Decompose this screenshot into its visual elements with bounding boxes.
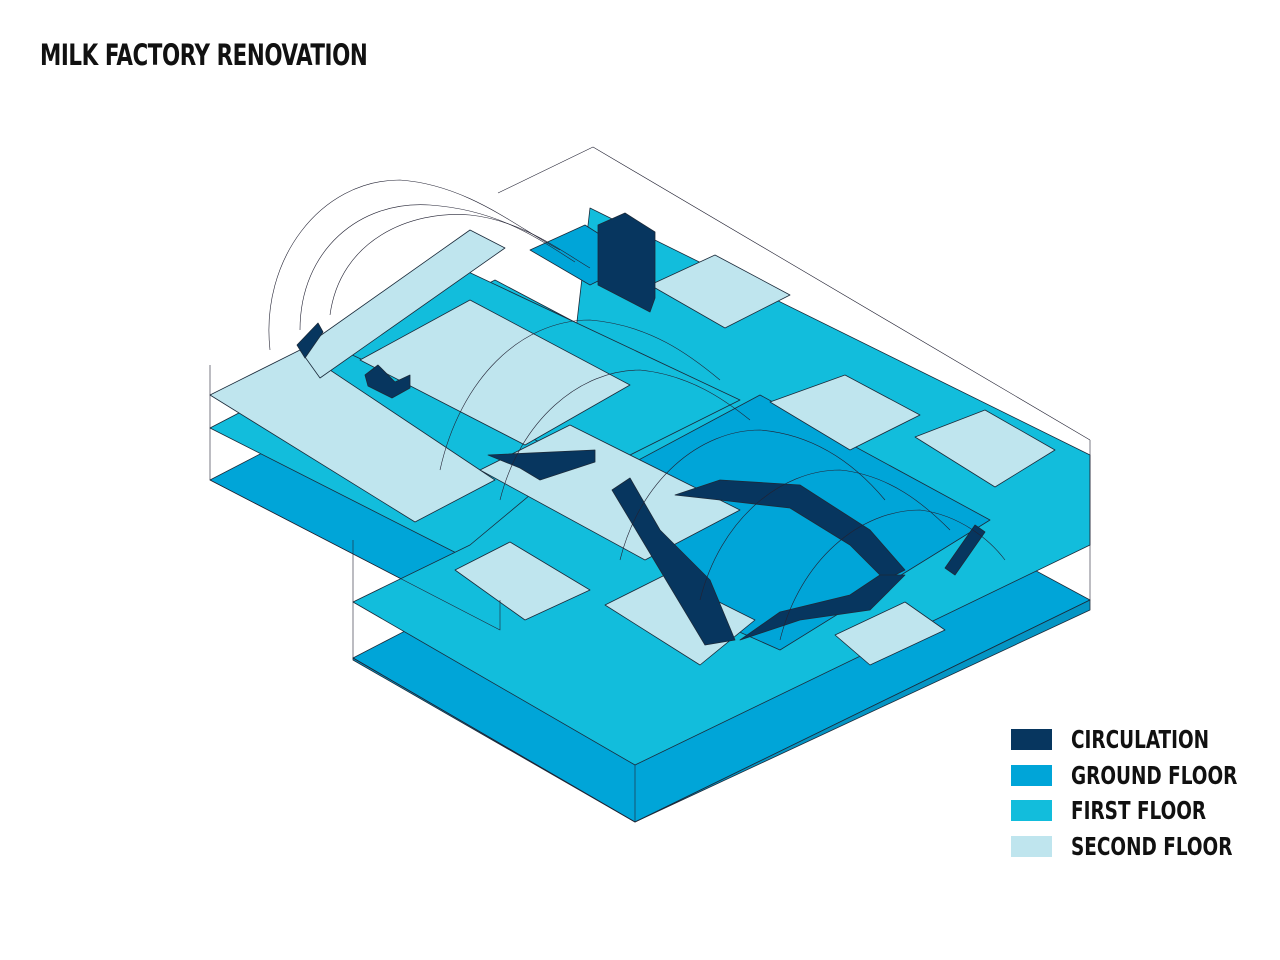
circulation-elements bbox=[296, 212, 986, 646]
diagram-title: MILK FACTORY RENOVATION bbox=[40, 38, 368, 72]
legend-item-first-floor: FIRST FLOOR bbox=[1011, 793, 1274, 829]
legend-label: SECOND FLOOR bbox=[1071, 831, 1233, 861]
legend: CIRCULATION GROUND FLOOR FIRST FLOOR SEC… bbox=[1011, 722, 1274, 864]
legend-swatch-first-floor bbox=[1011, 800, 1052, 822]
second-floor-left-bar bbox=[209, 229, 506, 523]
legend-item-second-floor: SECOND FLOOR bbox=[1011, 829, 1274, 865]
building-envelope-lines bbox=[209, 146, 1091, 823]
legend-label: CIRCULATION bbox=[1071, 725, 1210, 755]
legend-item-ground-floor: GROUND FLOOR bbox=[1011, 758, 1274, 794]
legend-swatch-second-floor bbox=[1011, 835, 1052, 857]
legend-swatch-ground-floor bbox=[1011, 764, 1052, 786]
legend-label: FIRST FLOOR bbox=[1071, 796, 1207, 826]
legend-label: GROUND FLOOR bbox=[1071, 760, 1238, 790]
legend-item-circulation: CIRCULATION bbox=[1011, 722, 1274, 758]
legend-swatch-circulation bbox=[1011, 729, 1052, 751]
